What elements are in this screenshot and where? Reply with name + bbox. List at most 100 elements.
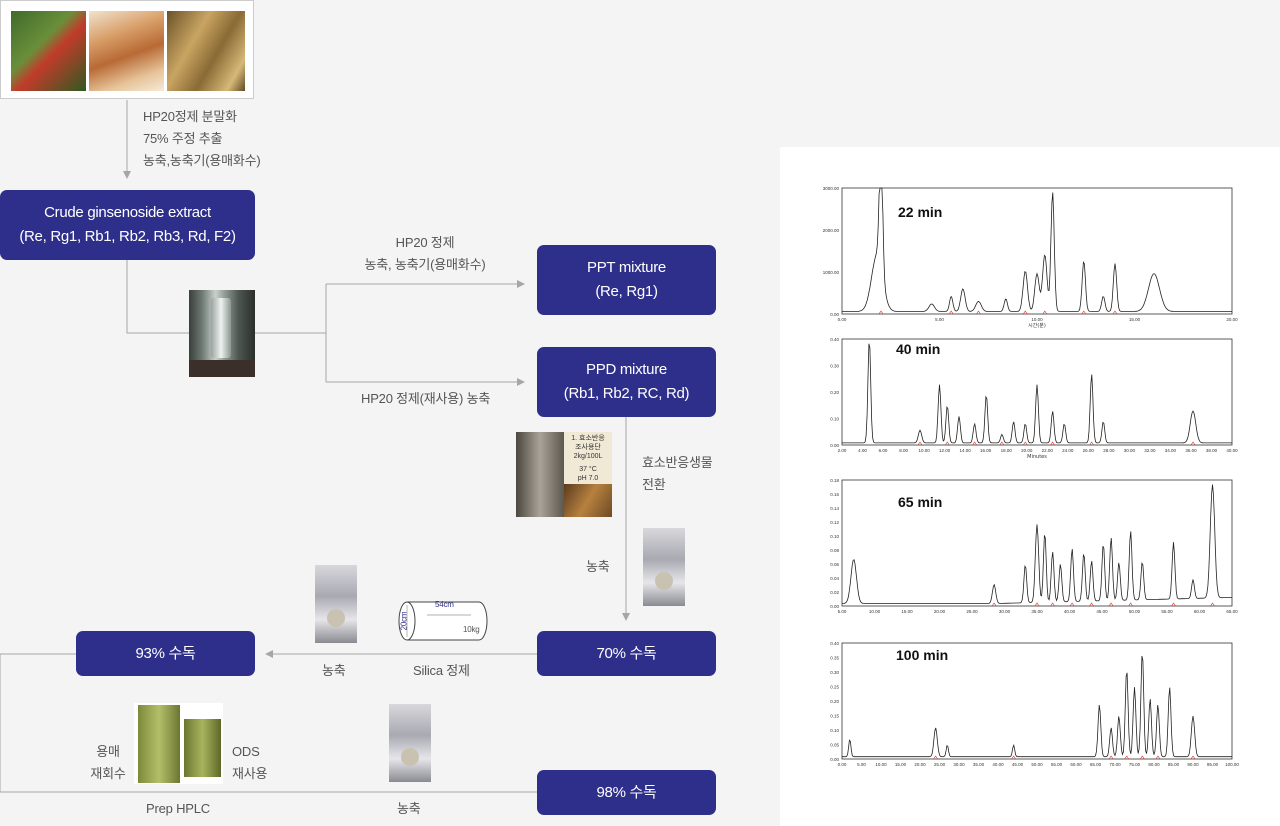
silica-length-label: 54cm [435, 600, 454, 609]
chrom-x-tick: 60.00 [1070, 762, 1082, 767]
chrom-x-tick: 14.00 [960, 448, 972, 453]
chrom-x-tick: 20.00 [1021, 448, 1033, 453]
ppd-step-label: HP20 정제(재사용) 농축 [361, 391, 491, 406]
chrom-y-tick: 0.02 [830, 590, 839, 595]
chrom-x-tick: 40.00 [992, 762, 1004, 767]
ethanol-70-box: 70% 수독 [537, 631, 716, 676]
chrom-peak-marker [1050, 441, 1055, 446]
solvent-recovery-label: 용매 재회수 [90, 744, 126, 781]
chrom-x-tick: 30.00 [999, 609, 1011, 614]
chrom-peak-marker [948, 310, 954, 315]
chrom-peak-marker [1155, 755, 1161, 760]
chrom-peak-marker [1190, 441, 1196, 446]
chrom-peak-marker [1190, 755, 1196, 760]
chrom-peak-marker [1140, 755, 1145, 760]
chrom-x-tick: 30.00 [1124, 448, 1136, 453]
silica-purification-label: Silica 정제 [413, 663, 470, 678]
chrom-y-tick: 0.06 [830, 562, 839, 567]
chrom-y-tick: 2000.00 [823, 228, 840, 233]
rotary-evaporator-photo-bottom [389, 704, 431, 782]
crude-extract-box: Crude ginsenoside extract (Re, Rg1, Rb1,… [0, 190, 255, 260]
chrom-x-tick: 15.00 [895, 762, 907, 767]
connector-93-to-98 [0, 653, 537, 793]
chrom-y-tick: 0.30 [830, 670, 839, 675]
chrom-peak-marker [917, 441, 923, 446]
chrom-x-tick: 6.00 [879, 448, 888, 453]
chrom-x-tick: 10.00 [918, 448, 930, 453]
chrom-x-tick: 22.00 [1042, 448, 1054, 453]
ppt-mixture-box: PPT mixture (Re, Rg1) [537, 245, 716, 315]
prep-hplc-photo [134, 703, 223, 784]
rotary-evaporator-photo-mid [643, 528, 685, 606]
chrom-x-tick: 75.00 [1129, 762, 1141, 767]
chrom-peak-marker [1081, 310, 1087, 315]
chrom-x-tick: 60.00 [1194, 609, 1206, 614]
connector-crude-to-hp20 [126, 260, 326, 334]
chrom-y-tick: 0.04 [830, 576, 839, 581]
enzyme-conversion-label: 효소반응생물 전환 [642, 455, 713, 492]
chrom-x-tick: 15.00 [901, 609, 913, 614]
chrom-peak-marker [1171, 602, 1176, 607]
chrom-x-tick: 0.00 [838, 317, 847, 322]
chrom-trace [842, 343, 1232, 444]
chrom-y-tick: 0.40 [830, 337, 839, 342]
chrom-x-tick: 80.00 [1148, 762, 1160, 767]
ginseng-photo [0, 0, 254, 99]
chrom-x-tick: 45.00 [1096, 609, 1108, 614]
chrom-peak-marker [1011, 755, 1016, 760]
ppt-step-label: HP20 정제 농축, 농축기(용매화수) [364, 235, 486, 272]
chrom-x-tick: 38.00 [1206, 448, 1218, 453]
chrom-frame [841, 338, 1233, 446]
chrom-y-tick: 0.35 [830, 656, 839, 661]
chrom-peak-marker [1108, 602, 1114, 607]
chrom-y-tick: 0.40 [830, 641, 839, 646]
chrom-x-tick: 40.00 [1064, 609, 1076, 614]
chrom-x-tick: 8.00 [899, 448, 908, 453]
chrom-peak-marker [1034, 602, 1040, 607]
chrom-x-tick: 25.00 [934, 762, 946, 767]
chrom-y-tick: 0.12 [830, 520, 839, 525]
silica-weight-label: 10kg [463, 625, 480, 634]
silica-diameter-label: 20cm [399, 611, 409, 631]
chrom-peak-marker [976, 310, 981, 315]
chrom-x-axis-label: Minutes [1027, 454, 1047, 460]
chrom-x-tick: 70.00 [1109, 762, 1121, 767]
chrom-trace [842, 484, 1233, 604]
chrom-peak-marker [1023, 441, 1028, 446]
chrom-peak-marker [1108, 755, 1114, 760]
chrom-x-tick: 18.00 [1001, 448, 1013, 453]
ethanol-98-box: 98% 수독 [537, 770, 716, 815]
chrom-peak-marker [1124, 755, 1129, 760]
chrom-x-tick: 65.00 [1090, 762, 1102, 767]
chrom-x-tick: 50.00 [1031, 762, 1043, 767]
chrom-x-tick: 35.00 [973, 762, 985, 767]
chrom-y-tick: 0.00 [830, 443, 839, 448]
chrom-x-tick: 95.00 [1207, 762, 1219, 767]
enzyme-reactor-photo: 1. 효소반응 조사용단 2kg/100L 37 °C pH 7.0 [516, 432, 612, 517]
chrom-frame [841, 479, 1233, 607]
chrom-x-tick: 20.00 [934, 609, 946, 614]
chrom-y-tick: 0.20 [830, 390, 839, 395]
chrom-y-tick: 0.30 [830, 364, 839, 369]
chrom-x-tick: 5.00 [857, 762, 866, 767]
chrom-x-tick: 40.00 [1226, 448, 1238, 453]
chrom-x-tick: 85.00 [1168, 762, 1180, 767]
chrom-x-tick: 36.00 [1185, 448, 1197, 453]
chrom-x-tick: 32.00 [1144, 448, 1156, 453]
chrom-peak-marker [945, 441, 950, 446]
chrom-y-tick: 0.20 [830, 699, 839, 704]
chrom-y-tick: 0.00 [830, 757, 839, 762]
chrom-x-tick: 24.00 [1062, 448, 1074, 453]
chrom-x-tick: 26.00 [1083, 448, 1095, 453]
chrom-trace [842, 187, 1232, 312]
ppd-mixture-box: PPD mixture (Rb1, Rb2, RC, Rd) [537, 347, 716, 417]
hp20-column-photo [189, 290, 255, 377]
chrom-y-tick: 0.08 [830, 548, 839, 553]
chrom-peak-marker [991, 602, 997, 607]
concentrate-bottom-label: 농축 [397, 801, 421, 816]
chrom-y-tick: 0.18 [830, 478, 839, 483]
